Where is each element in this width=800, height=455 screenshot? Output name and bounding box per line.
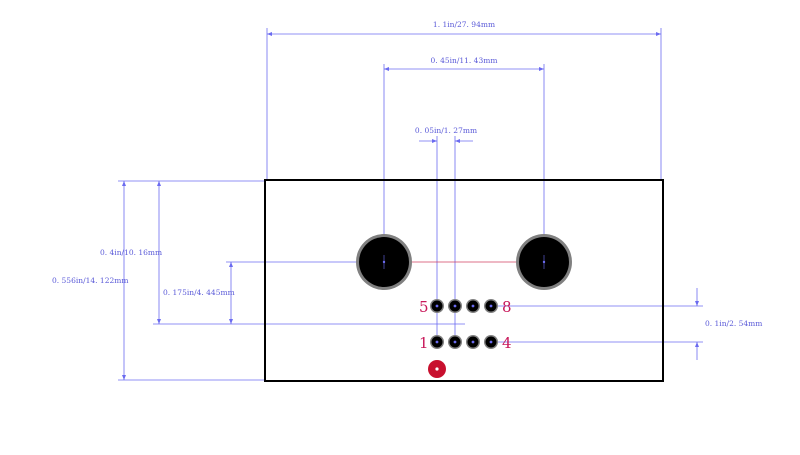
overall-width-label: 1. 1in/27. 94mm [433, 20, 495, 29]
overall-height-label: 0. 556in/14. 122mm [52, 276, 128, 285]
pin-pitch-label: 0. 05in/1. 27mm [415, 126, 477, 135]
mounting-hole-right [516, 234, 572, 290]
mounting-hole-left [356, 234, 412, 290]
hole-spacing-dimension: 0. 45in/11. 43mm [383, 56, 545, 262]
pin-3 [466, 335, 480, 349]
board-outline [264, 179, 664, 382]
pin-5 [430, 299, 444, 313]
overall-width-dimension: 1. 1in/27. 94mm [266, 20, 662, 180]
row-spacing-dimension: 0. 1in/2. 54mm [490, 288, 762, 360]
pin-8 [484, 299, 498, 313]
hole-offset-dimension: 0. 175in/4. 445mm [163, 261, 384, 324]
hole-spacing-label: 0. 45in/11. 43mm [431, 56, 498, 65]
hole-offset-label: 0. 175in/4. 445mm [163, 288, 235, 297]
row-height-dimension: 0. 4in/10. 16mm [100, 181, 465, 325]
pin-1 [430, 335, 444, 349]
pin-4 [484, 335, 498, 349]
pin-label-1: 1 [419, 334, 429, 352]
row-spacing-label: 0. 1in/2. 54mm [705, 319, 762, 328]
overall-height-dimension: 0. 556in/14. 122mm [52, 180, 266, 381]
pin-6 [448, 299, 462, 313]
pin-row-top [430, 299, 498, 313]
pin1-marker [428, 360, 446, 378]
pin-label-8: 8 [502, 298, 512, 316]
pin-label-5: 5 [419, 298, 429, 316]
pin-label-4: 4 [502, 334, 512, 352]
pin-row-bottom [430, 335, 498, 349]
pin-2 [448, 335, 462, 349]
pin-7 [466, 299, 480, 313]
row-height-label: 0. 4in/10. 16mm [100, 248, 162, 257]
